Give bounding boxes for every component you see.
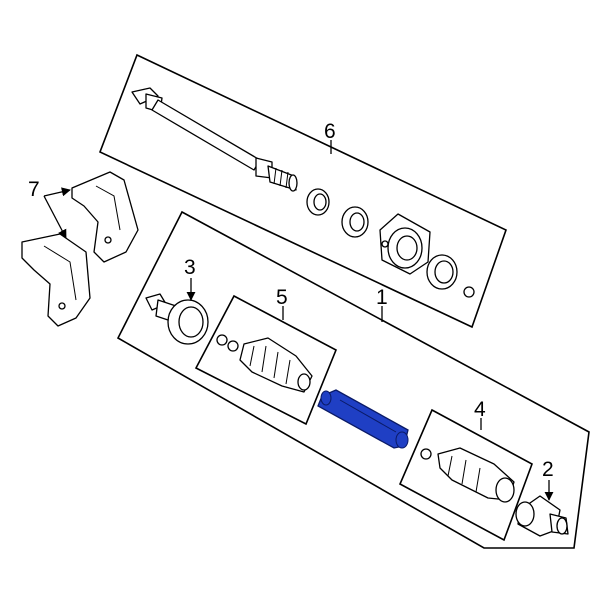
mounting-brackets bbox=[21, 171, 139, 327]
callout-3: 3 bbox=[184, 256, 196, 279]
leader-lines bbox=[43, 140, 554, 501]
bearing bbox=[341, 206, 369, 238]
callout-1: 1 bbox=[376, 286, 388, 309]
callout-6: 6 bbox=[324, 120, 336, 143]
callout-2: 2 bbox=[542, 458, 554, 481]
outer-cv-joint bbox=[145, 293, 209, 345]
washer bbox=[463, 286, 475, 298]
leader-7b bbox=[43, 195, 67, 239]
axle-assembly-group bbox=[116, 210, 590, 549]
callout-4: 4 bbox=[474, 398, 486, 421]
intermediate-shaft bbox=[131, 87, 298, 192]
callout-7: 7 bbox=[28, 178, 40, 201]
shaft-seal bbox=[426, 254, 458, 290]
lower-bracket bbox=[21, 233, 91, 327]
intermediate-shaft-group bbox=[98, 53, 507, 329]
callout-5: 5 bbox=[276, 286, 288, 309]
leader-7a bbox=[43, 187, 71, 197]
bearing-bracket bbox=[379, 213, 431, 275]
shaft-ring bbox=[306, 188, 330, 216]
outer-boot-kit bbox=[194, 294, 338, 426]
axle-shaft-highlighted bbox=[317, 389, 409, 449]
inner-boot-kit bbox=[398, 408, 533, 542]
upper-bracket bbox=[71, 171, 139, 263]
inner-cv-housing bbox=[515, 495, 569, 537]
